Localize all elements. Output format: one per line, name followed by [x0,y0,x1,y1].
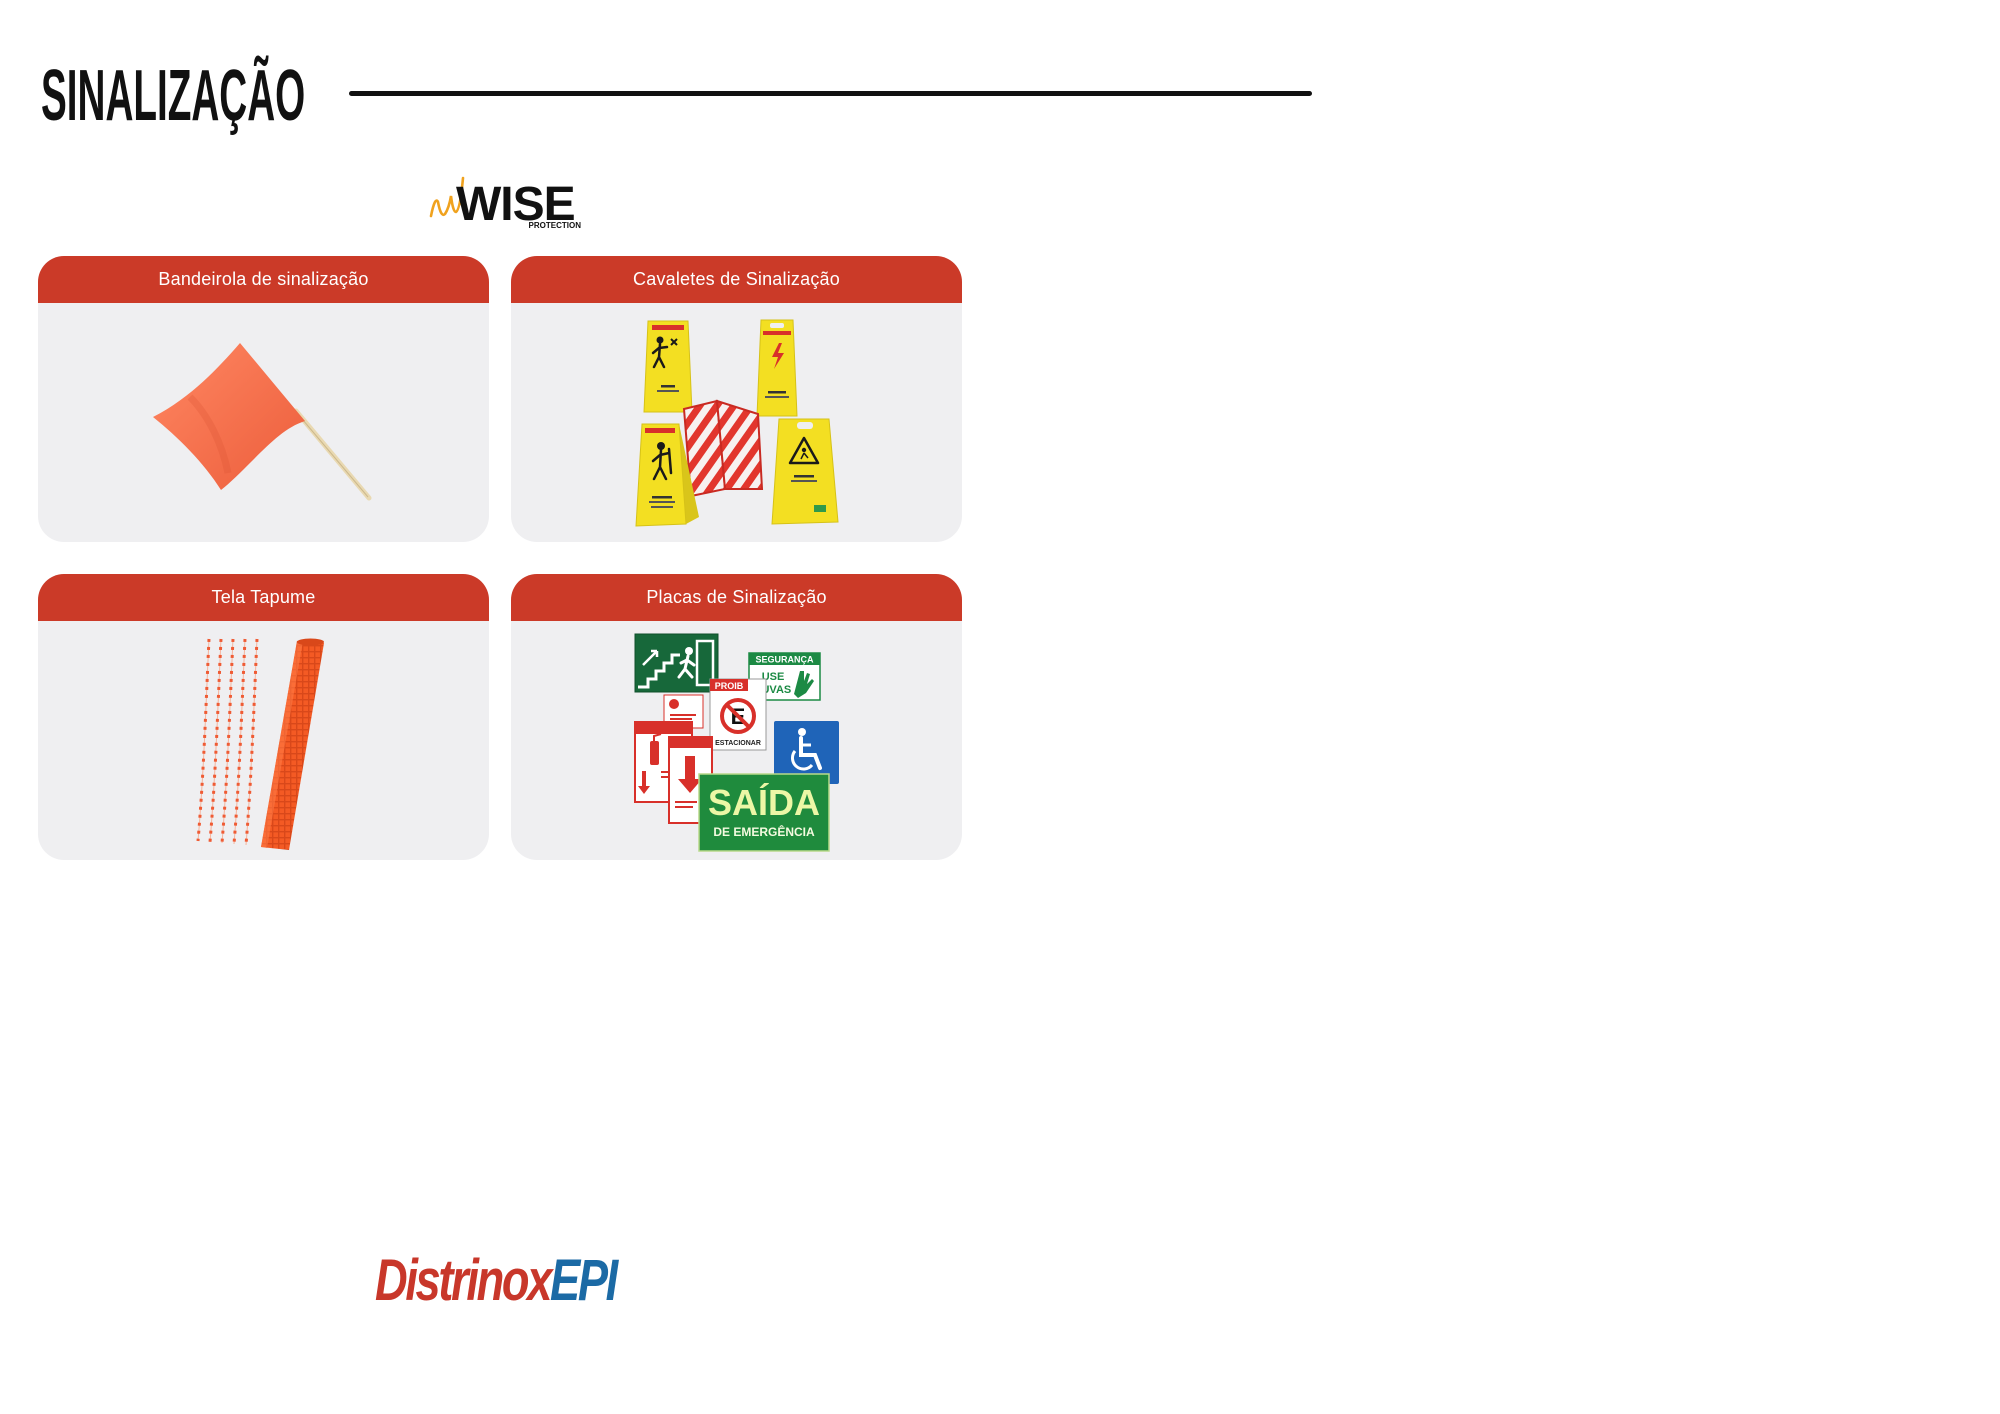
product-card-header: Placas de Sinalização [511,574,962,621]
title-divider-line [349,91,1312,96]
accessibility-sign [774,721,839,784]
barrier-mesh-roll-image [196,638,324,850]
product-card-bandeirola: Bandeirola de sinalização [38,256,489,542]
product-card-body [38,303,489,542]
product-title: Placas de Sinalização [646,587,827,607]
sign-stands-image [635,319,839,527]
product-title: Cavaletes de Sinalização [633,269,840,289]
safety-sign-header: SEGURANÇA [755,655,814,665]
page-title: SINALIZAÇÃO [41,56,306,136]
product-card-placas: Placas de Sinalização SEGURANÇA USE [511,574,962,860]
sign-stand-high-voltage [756,319,798,417]
no-parking-sign: PROIB E ESTACIONAR [709,678,767,751]
striped-barricade [682,399,764,498]
wise-logo-name: WISE [456,178,575,231]
flag-cloth [153,343,305,490]
product-card-cavaletes: Cavaletes de Sinalização [511,256,962,542]
distrinox-epi-logo: DistrinoxEPI [375,1252,618,1310]
mesh-net [196,638,259,846]
no-parking-caption: ESTACIONAR [715,740,761,747]
logo-text-epi: EPI [550,1248,618,1313]
product-card-body: SEGURANÇA USE LUVAS PROIB [511,621,962,860]
wise-swoosh-mark [429,176,465,218]
sign-stand-wet-floor [771,418,839,525]
emergency-exit-sign: SAÍDA DE EMERGÊNCIA [698,773,830,852]
product-card-body [38,621,489,860]
safety-sign-line1: USE [762,671,785,683]
product-card-header: Tela Tapume [38,574,489,621]
sign-stand-pedestrian [643,320,693,413]
logo-text-distrinox: Distrinox [375,1248,552,1313]
glove-icon [794,671,814,698]
wise-logo-tagline: PROTECTION [529,221,582,230]
signal-flag-image [153,343,372,501]
exit-sign-main: SAÍDA [708,782,820,823]
product-title: Tela Tapume [211,587,316,607]
flag-stick [293,408,372,501]
prohibited-header: PROIB [715,681,744,691]
product-card-header: Bandeirola de sinalização [38,256,489,303]
product-card-body [511,303,962,542]
product-card-header: Cavaletes de Sinalização [511,256,962,303]
mesh-roll [261,638,324,850]
sign-stand-workers [635,423,699,527]
wheelchair-icon [798,728,806,736]
exit-sign-sub: DE EMERGÊNCIA [713,824,815,839]
stairs-exit-sign [634,633,719,693]
product-card-tela-tapume: Tela Tapume [38,574,489,860]
safety-signs-image: SEGURANÇA USE LUVAS PROIB [634,633,839,852]
product-title: Bandeirola de sinalização [158,269,369,289]
wise-protection-logo: WISE PROTECTION [429,176,582,231]
